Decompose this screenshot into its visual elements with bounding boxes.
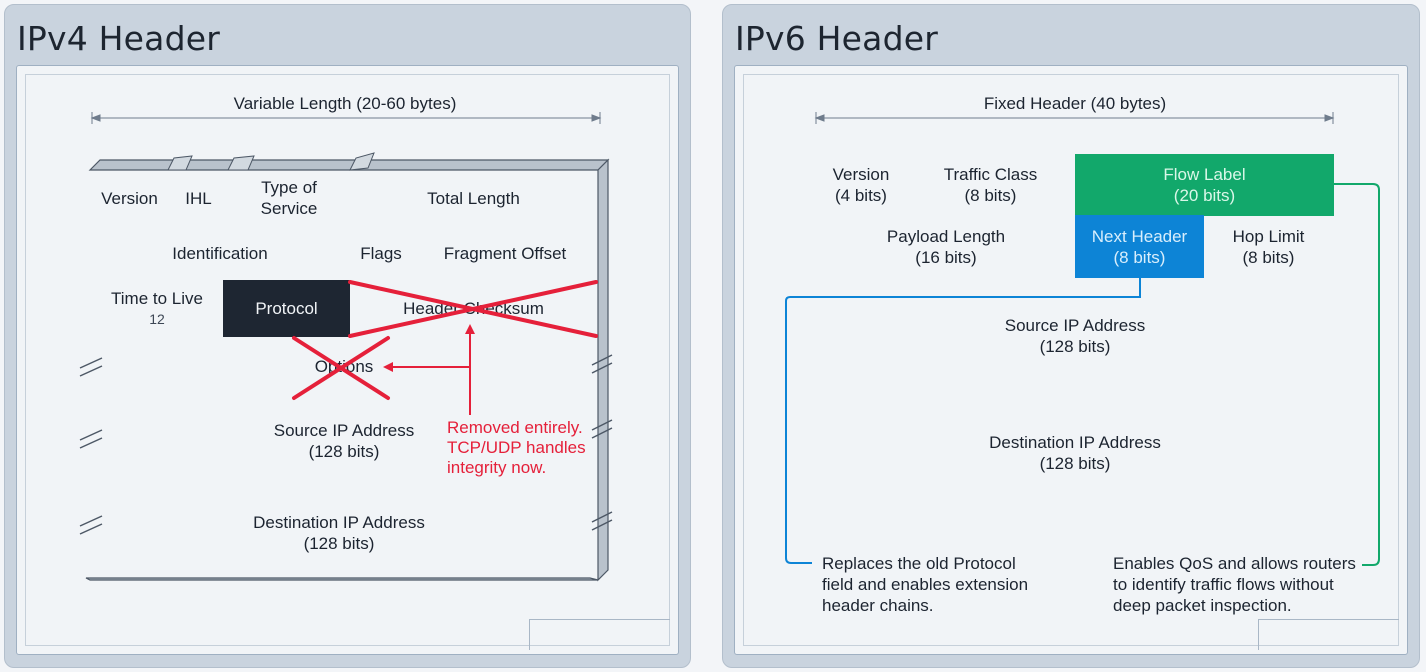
field-label-text: Hop Limit bbox=[1232, 226, 1305, 246]
ipv6-title: IPv6 Header bbox=[735, 19, 939, 58]
field-label-text: (8 bits) bbox=[1113, 247, 1166, 267]
ipv6-field-flow-label: Flow Label (20 bits) bbox=[1075, 154, 1334, 216]
note-line: Removed entirely. bbox=[447, 418, 583, 437]
field-label-text: (8 bits) bbox=[1242, 247, 1295, 267]
ttl-value: 12 bbox=[149, 310, 165, 327]
ipv4-removed-note: Removed entirely. TCP/UDP handles integr… bbox=[447, 418, 586, 478]
ipv6-field-next-header: Next Header(8 bits) bbox=[1075, 215, 1204, 278]
field-label-text: Service bbox=[260, 199, 318, 218]
note-line: TCP/UDP handles bbox=[447, 438, 586, 457]
field-label-text: Fragment Offset bbox=[443, 243, 567, 263]
field-label-text: Type of bbox=[261, 178, 317, 197]
ipv6-field-payload-length: Payload Length(16 bits) bbox=[816, 215, 1076, 278]
ipv4-field-protocol: Protocol bbox=[223, 280, 350, 337]
ipv4-grid-frame bbox=[25, 74, 670, 646]
ipv4-field-source-ip: Source IP Address(128 bits) bbox=[90, 395, 598, 486]
field-label-text: Payload Length bbox=[886, 226, 1006, 246]
field-label-text: Time to Live bbox=[111, 288, 203, 308]
ipv4-field-identification: Identification bbox=[90, 225, 350, 281]
ipv6-field-version: Version (4 bits) bbox=[816, 154, 906, 216]
field-label-text: Destination IP Address bbox=[253, 512, 425, 532]
ipv4-title: IPv4 Header bbox=[17, 19, 221, 58]
next-header-note: Replaces the old Protocol field and enab… bbox=[822, 553, 1028, 616]
note-line: to identify traffic flows without bbox=[1113, 575, 1334, 594]
ipv4-field-destination-ip: Destination IP Address(128 bits) bbox=[90, 485, 598, 580]
field-label-text: (20 bits) bbox=[1173, 186, 1236, 205]
note-line: field and enables extension bbox=[822, 575, 1029, 594]
field-label-text: Next Header bbox=[1091, 226, 1188, 246]
field-label-text: (128 bits) bbox=[308, 441, 380, 461]
field-label-text: Source IP Address bbox=[1004, 316, 1146, 335]
ipv4-field-flags: Flags bbox=[349, 225, 413, 281]
field-label-text: (16 bits) bbox=[915, 247, 977, 267]
field-label-text: Destination IP Address bbox=[989, 433, 1161, 452]
field-label-text: Source IP Address bbox=[273, 420, 415, 440]
flow-label-note: Enables QoS and allows routers to identi… bbox=[1113, 553, 1356, 616]
note-line: Replaces the old Protocol bbox=[822, 554, 1016, 573]
note-line: header chains. bbox=[822, 596, 934, 615]
ipv4-field-header-checksum: Header Checksum bbox=[349, 280, 598, 337]
field-label-text: Total Length bbox=[427, 188, 520, 208]
field-label-text: (8 bits) bbox=[964, 186, 1017, 205]
field-label-text: Traffic Class bbox=[943, 165, 1038, 184]
field-label-text: IHL bbox=[185, 188, 212, 208]
ipv4-field-type-of-service: Type of Service bbox=[228, 170, 350, 226]
ipv4-title-block bbox=[529, 619, 670, 650]
ipv4-field-ihl: IHL bbox=[168, 170, 229, 226]
field-label-text: Version bbox=[832, 165, 890, 184]
ipv4-field-time-to-live: Time to Live 12 bbox=[90, 280, 224, 337]
ipv6-title-block bbox=[1258, 619, 1399, 650]
ipv6-dimension-label: Fixed Header (40 bytes) bbox=[983, 94, 1167, 113]
field-label-text: Header Checksum bbox=[403, 299, 544, 318]
ipv6-field-traffic-class: Traffic Class (8 bits) bbox=[905, 154, 1076, 216]
field-label-text: (128 bits) bbox=[1039, 454, 1111, 473]
ipv4-field-fragment-offset: Fragment Offset bbox=[412, 225, 598, 281]
ipv6-field-destination-ip: Destination IP Address (128 bits) bbox=[816, 394, 1334, 512]
note-line: integrity now. bbox=[447, 458, 547, 477]
field-label-text: (128 bits) bbox=[1039, 337, 1111, 356]
field-label-text: Version bbox=[101, 188, 158, 208]
note-line: Enables QoS and allows routers bbox=[1113, 554, 1356, 573]
ipv4-field-options: Options bbox=[90, 336, 598, 396]
note-line: deep packet inspection. bbox=[1113, 596, 1292, 615]
ipv4-dimension-label: Variable Length (20-60 bytes) bbox=[233, 94, 457, 113]
field-label-text: Flags bbox=[360, 243, 402, 263]
ipv4-field-version: Version bbox=[90, 170, 169, 226]
field-label-text: Options bbox=[314, 356, 374, 376]
ipv6-field-source-ip: Source IP Address (128 bits) bbox=[816, 277, 1334, 395]
field-label-text: Flow Label bbox=[1163, 165, 1246, 184]
ipv4-field-total-length: Total Length bbox=[349, 170, 598, 226]
ipv6-grid-frame bbox=[743, 74, 1399, 646]
field-label-text: Identification bbox=[172, 243, 268, 263]
field-label-text: (4 bits) bbox=[835, 186, 887, 205]
field-label-text: Protocol bbox=[255, 299, 318, 318]
ipv6-field-hop-limit: Hop Limit(8 bits) bbox=[1203, 215, 1334, 278]
field-label-text: (128 bits) bbox=[303, 533, 375, 553]
